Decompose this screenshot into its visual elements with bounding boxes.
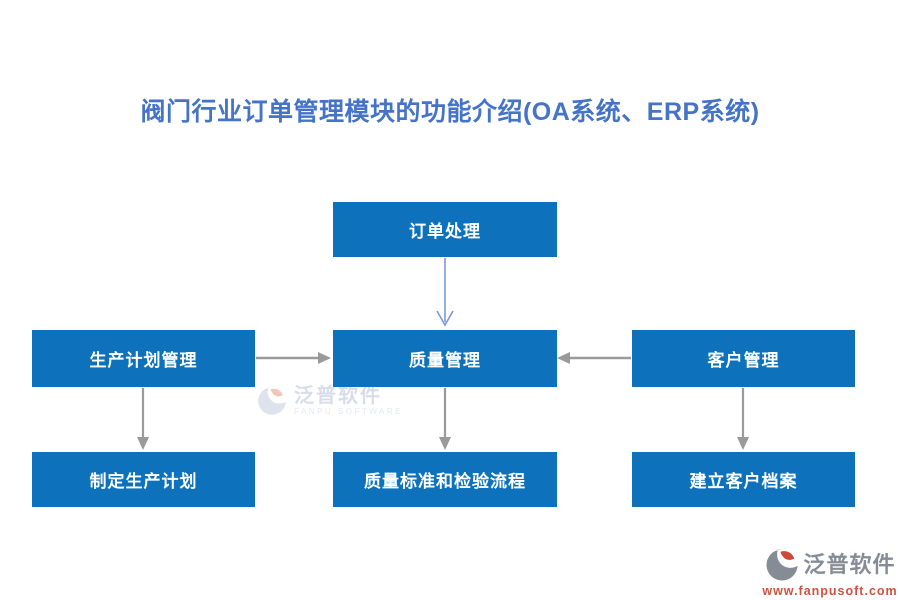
node-label: 生产计划管理	[89, 351, 198, 370]
edge-customer-to-files	[737, 388, 749, 450]
node-label: 制定生产计划	[89, 472, 198, 491]
edge-production-to-plan	[137, 388, 149, 450]
footer-logo-brand: 泛普软件	[803, 552, 896, 577]
edge-customer-to-quality	[557, 352, 631, 364]
node-formulate-production-plan: 制定生产计划	[32, 452, 255, 507]
node-label: 建立客户档案	[689, 472, 798, 491]
watermark-brand: 泛普软件	[294, 385, 382, 407]
node-order-processing: 订单处理	[333, 202, 557, 257]
node-label: 客户管理	[707, 351, 780, 370]
page-title: 阀门行业订单管理模块的功能介绍(OA系统、ERP系统)	[140, 98, 760, 126]
footer-logo: 泛普软件 www.fanpusoft.com	[762, 547, 898, 599]
edge-order-to-quality	[436, 258, 454, 327]
fanpu-logo-icon-watermark	[258, 387, 286, 415]
node-establish-customer-files: 建立客户档案	[632, 452, 855, 507]
fanpu-logo-icon	[766, 549, 799, 581]
node-quality-standards-and-inspection-process: 质量标准和检验流程	[333, 452, 557, 507]
edge-quality-to-standards	[439, 388, 451, 450]
node-customer-management: 客户管理	[632, 330, 855, 387]
footer-logo-url: www.fanpusoft.com	[762, 584, 898, 598]
watermark: 泛普软件 FANPU SOFTWARE	[256, 385, 403, 417]
node-label: 质量管理	[409, 351, 481, 370]
node-label: 质量标准和检验流程	[364, 472, 526, 491]
edge-production-to-quality	[256, 352, 331, 364]
node-quality-management: 质量管理	[333, 330, 557, 387]
node-production-plan-management: 生产计划管理	[32, 330, 255, 387]
watermark-subtitle: FANPU SOFTWARE	[294, 407, 403, 416]
node-label: 订单处理	[409, 222, 481, 241]
